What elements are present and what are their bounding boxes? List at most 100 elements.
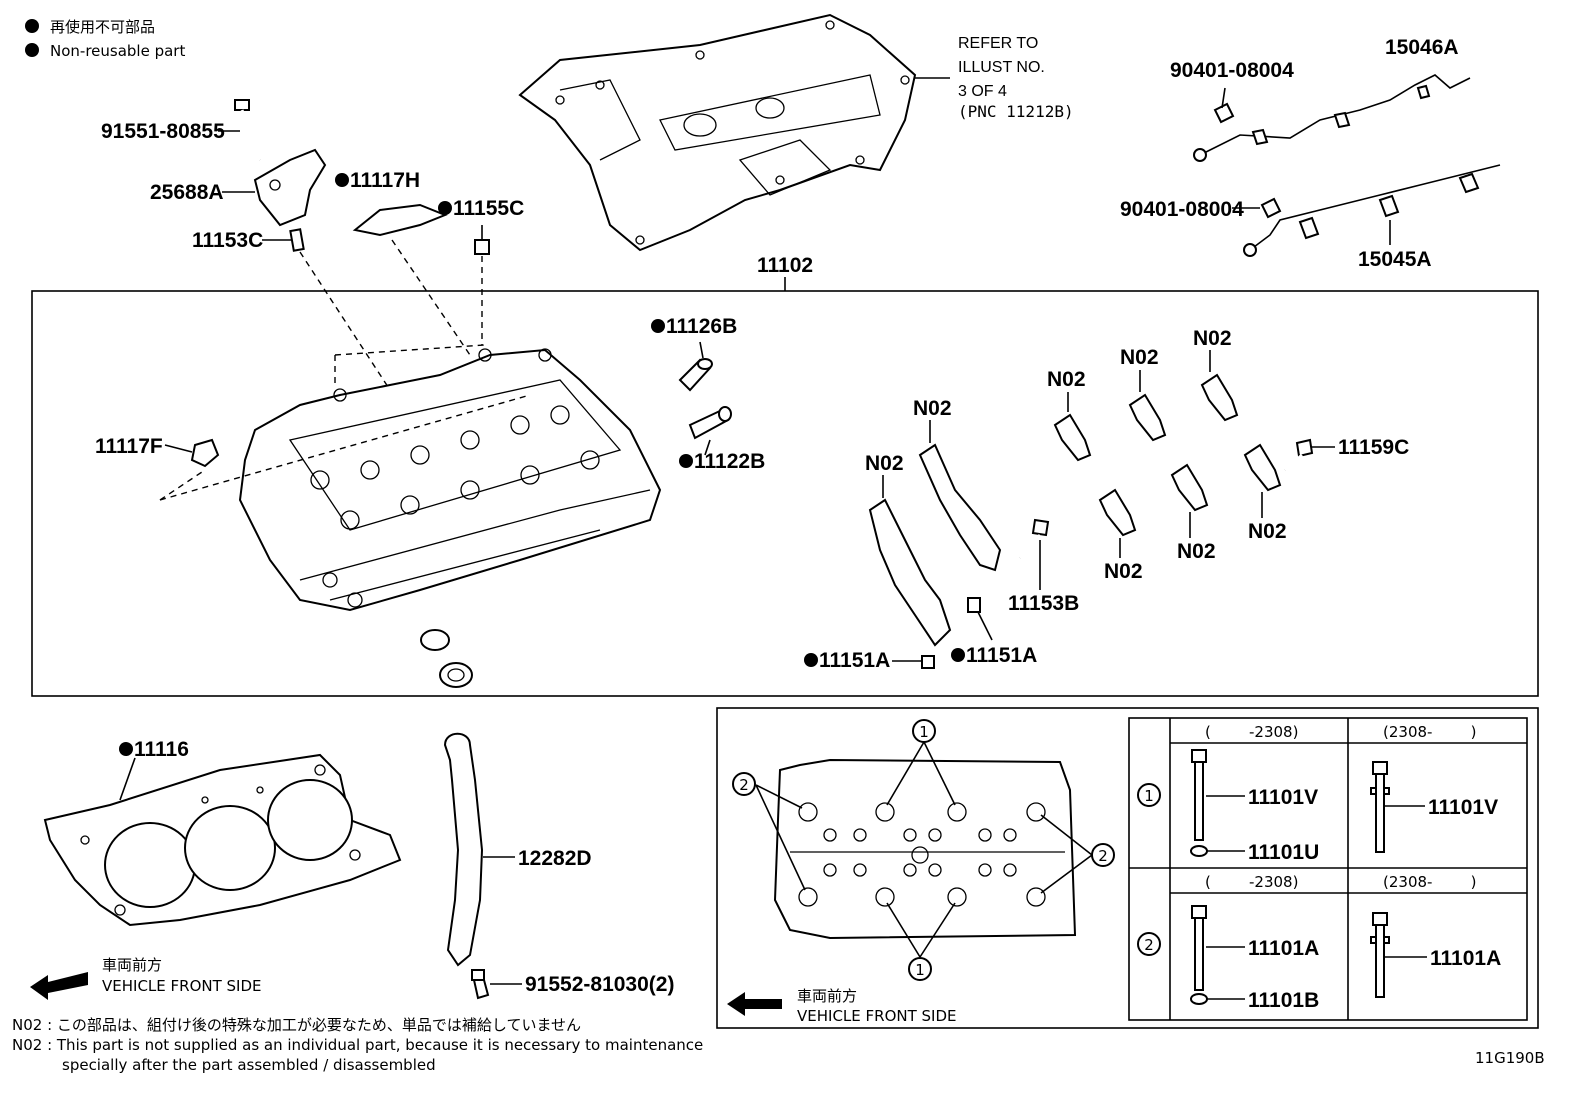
label-91552-81030: 91552-81030(2) <box>525 973 674 996</box>
bolt-91551 <box>218 99 262 161</box>
svg-text:2: 2 <box>1098 847 1108 865</box>
label-11116: 11116 <box>134 738 189 761</box>
guide-11126B <box>678 341 713 392</box>
label-91551-80855: 91551-80855 <box>101 120 225 143</box>
label-11122B: 11122B <box>694 450 765 473</box>
label-n02-7: N02 <box>1177 540 1216 563</box>
pin-11153C <box>262 228 391 391</box>
seal-rings <box>420 629 473 688</box>
refer-line-3: 3 OF 4 <box>958 83 1007 100</box>
cam-sensor-25688A <box>222 148 327 227</box>
front-side-en-2: VEHICLE FRONT SIDE <box>797 1007 957 1025</box>
svg-text:2: 2 <box>739 776 749 794</box>
label-11153B: 11153B <box>1008 592 1079 615</box>
label-n02-3: N02 <box>1193 327 1232 350</box>
bolt-icon <box>1370 761 1425 853</box>
figure-id: 11G190B <box>1475 1049 1545 1067</box>
plug-11155C <box>474 225 490 345</box>
wire-harness-15045A <box>1232 164 1501 257</box>
col-header-early-2: ( -2308) <box>1205 873 1298 891</box>
label-11101B: 11101B <box>1248 989 1319 1012</box>
label-n02-4: N02 <box>913 397 952 420</box>
bolt-table: ( -2308) (2308- ) ( -2308) (2308- ) 1 2 <box>1128 717 1528 1021</box>
refer-line-4: (PNC 11212B) <box>958 102 1074 121</box>
front-side-arrow-left: 車両前方 VEHICLE FRONT SIDE <box>30 956 262 1000</box>
cylinder-head-illustration <box>238 344 662 612</box>
front-side-en: VEHICLE FRONT SIDE <box>102 977 262 995</box>
arrow-left-icon <box>727 992 782 1016</box>
non-reusable-dot-icon <box>119 742 133 756</box>
label-15046A: 15046A <box>1385 36 1459 59</box>
row-marker-2: 2 <box>1137 932 1161 956</box>
non-reusable-dot-icon <box>25 19 39 33</box>
marker-2-left: 2 <box>732 772 756 796</box>
cam-caps-n02 <box>868 350 1282 647</box>
non-reusable-dot-icon <box>679 454 693 468</box>
non-reusable-dot-icon <box>804 653 818 667</box>
front-side-arrow-right-box: 車両前方 VEHICLE FRONT SIDE <box>727 987 957 1025</box>
bolt-icon <box>1370 912 1427 998</box>
non-reusable-dot-icon <box>25 43 39 57</box>
label-11126B: 11126B <box>666 315 737 338</box>
svg-text:1: 1 <box>915 961 925 979</box>
dowel-11151A <box>892 597 993 669</box>
label-11151A-b: 11151A <box>966 644 1037 667</box>
bolt-91552 <box>471 969 522 1000</box>
label-11102: 11102 <box>757 254 813 277</box>
marker-1-top: 1 <box>912 719 936 743</box>
non-reusable-dot-icon <box>335 173 349 187</box>
row-marker-1: 1 <box>1137 783 1161 807</box>
label-11101V-a: 11101V <box>1248 786 1318 809</box>
label-90401-08004-a: 90401-08004 <box>1170 59 1294 82</box>
arrow-left-icon <box>30 972 88 1000</box>
non-reusable-dot-icon <box>438 201 452 215</box>
svg-text:1: 1 <box>1144 787 1154 805</box>
legend: 再使用不可部品 Non-reusable part <box>25 18 185 60</box>
label-11101A-a: 11101A <box>1248 937 1319 960</box>
gasket-11117H <box>352 203 471 356</box>
head-bolt-layout-illustration: 1 1 2 2 <box>732 719 1115 981</box>
part-labels: 91551-80855 25688A 11117H 11155C 11153C … <box>95 36 1459 996</box>
refer-line-1: REFER TO <box>958 35 1038 52</box>
label-n02-1: N02 <box>1047 368 1086 391</box>
label-n02-2: N02 <box>1120 346 1159 369</box>
non-reusable-dot-icon <box>651 319 665 333</box>
label-11117H: 11117H <box>350 169 420 192</box>
marker-2-right: 2 <box>1091 843 1115 867</box>
bolt-layout-box <box>716 707 1539 1029</box>
plug-11117F <box>159 394 531 501</box>
footnotes: N02 : この部品は、組付け後の特殊な加工が必要なため、単品では補給していませ… <box>12 1016 1545 1074</box>
label-11101V-b: 11101V <box>1428 796 1498 819</box>
label-11159C: 11159C <box>1338 436 1409 459</box>
bracket-12282D <box>443 732 515 967</box>
label-11155C: 11155C <box>453 197 524 220</box>
bolt-11153B <box>1018 518 1050 590</box>
legend-jp: 再使用不可部品 <box>50 18 155 36</box>
cam-housing-illustration <box>518 13 950 252</box>
label-n02-5: N02 <box>865 452 904 475</box>
label-11117F: 11117F <box>95 435 163 458</box>
legend-en: Non-reusable part <box>50 42 185 60</box>
bolt-11159C <box>1284 438 1335 472</box>
label-90401-08004-b: 90401-08004 <box>1120 198 1244 221</box>
label-12282D: 12282D <box>518 847 592 870</box>
label-11151A-a: 11151A <box>819 649 890 672</box>
footnote-jp: N02 : この部品は、組付け後の特殊な加工が必要なため、単品では補給していませ… <box>12 1016 581 1034</box>
head-gasket-11116 <box>43 753 402 927</box>
col-header-early: ( -2308) <box>1205 723 1298 741</box>
non-reusable-dot-icon <box>951 648 965 662</box>
label-25688A: 25688A <box>150 181 224 204</box>
svg-text:2: 2 <box>1144 936 1154 954</box>
refer-note: REFER TO ILLUST NO. 3 OF 4 (PNC 11212B) <box>958 35 1074 121</box>
bolt-icon <box>1190 749 1245 857</box>
col-header-late: (2308- ) <box>1383 723 1476 741</box>
svg-text:1: 1 <box>919 723 929 741</box>
marker-1-bottom: 1 <box>908 957 932 981</box>
label-11101A-b: 11101A <box>1430 947 1501 970</box>
front-side-jp: 車両前方 <box>102 956 162 974</box>
label-11101U: 11101U <box>1248 841 1319 864</box>
footnote-en-1: N02 : This part is not supplied as an in… <box>12 1036 703 1054</box>
footnote-en-2: specially after the part assembled / dis… <box>62 1056 436 1074</box>
front-side-jp-2: 車両前方 <box>797 987 857 1005</box>
